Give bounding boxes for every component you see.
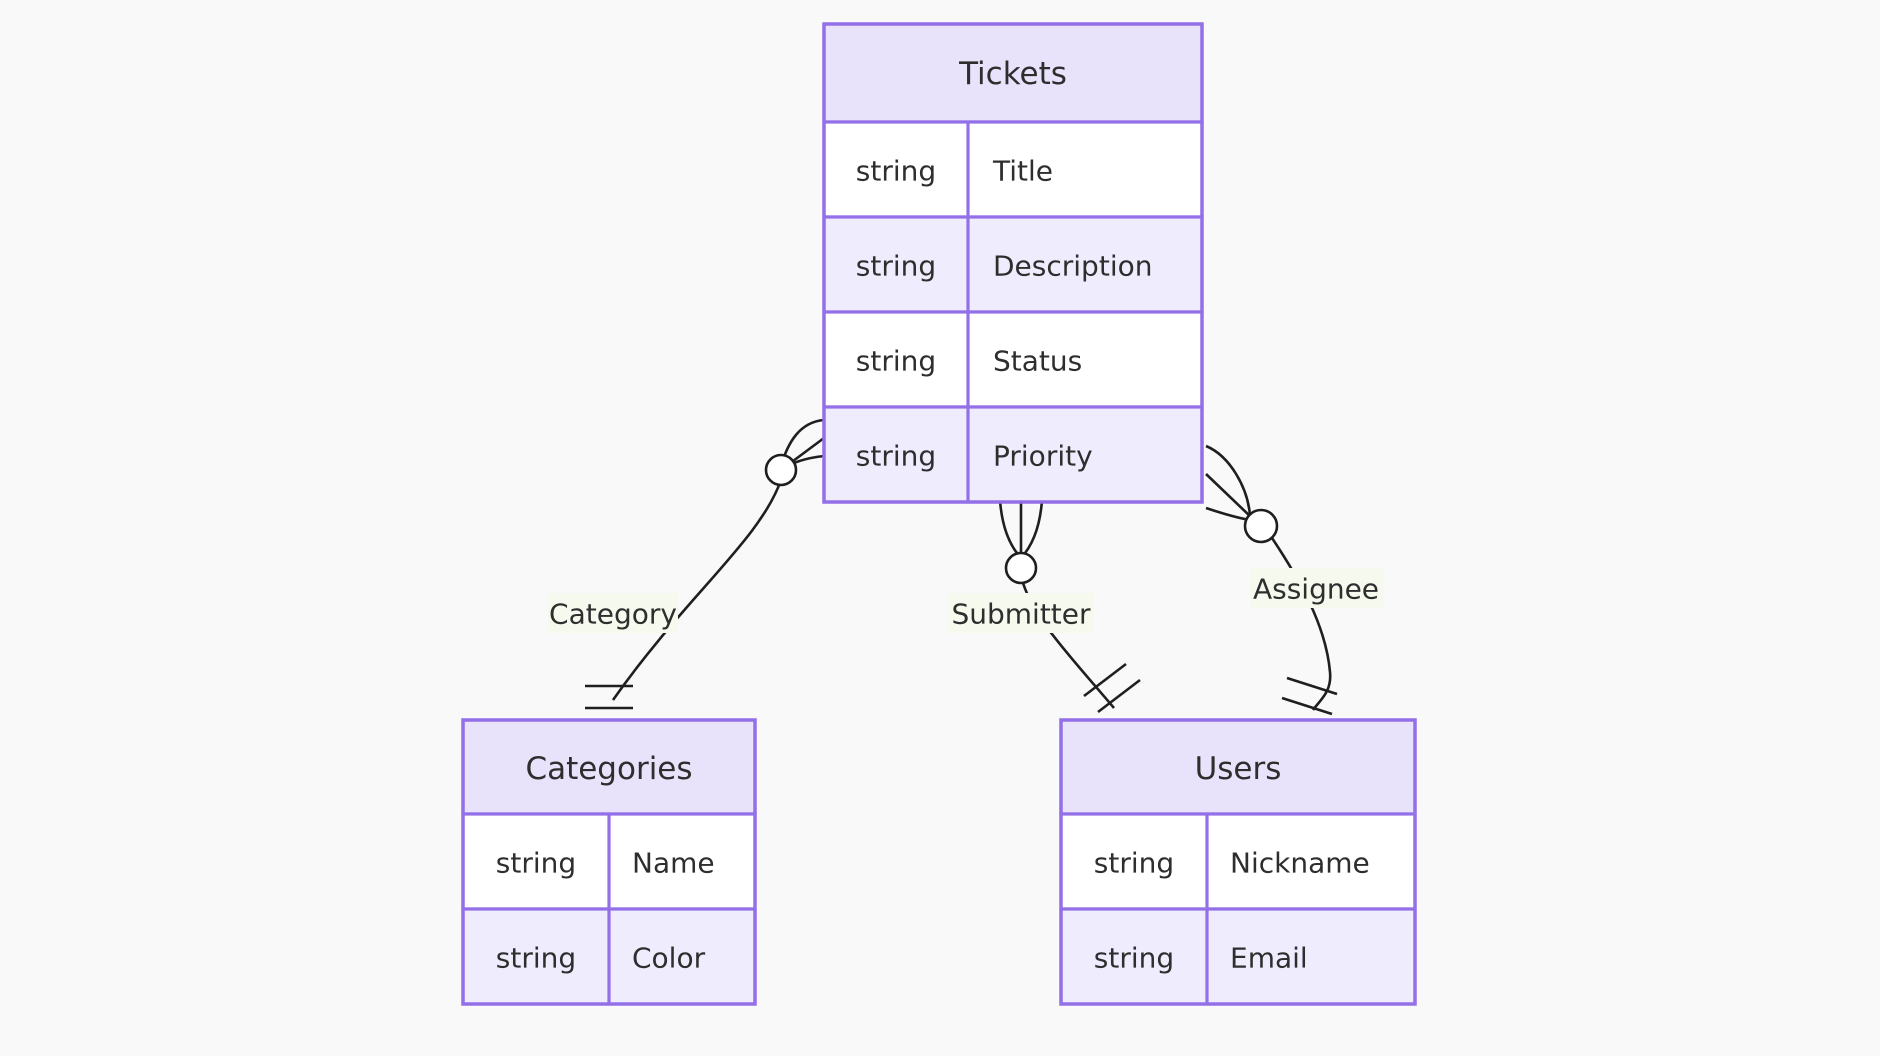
zero-circle-icon-submitter xyxy=(1004,551,1038,585)
zero-circle-icon-category xyxy=(764,453,798,487)
attribute-name: Description xyxy=(993,250,1152,283)
attribute-name: Email xyxy=(1230,942,1308,975)
relationship-category[interactable]: Category xyxy=(548,418,825,710)
relationship-line-category xyxy=(611,479,783,701)
relationship-label-bg-category xyxy=(548,593,678,633)
crowfoot-icon-submitter xyxy=(998,499,1044,559)
attribute-row-categories-0: string Name xyxy=(461,812,757,911)
relationship-label-bg-submitter xyxy=(948,593,1094,633)
attribute-row-tickets-2: string Status xyxy=(822,310,1204,409)
relationship-label-submitter: Submitter xyxy=(951,598,1091,631)
relationship-assignee[interactable]: Assignee xyxy=(1205,444,1384,716)
relationship-label-category: Category xyxy=(549,598,677,631)
relationship-submitter[interactable]: Submitter xyxy=(948,499,1141,714)
attribute-name: Name xyxy=(632,847,715,880)
entity-tickets[interactable]: Tickets string Title string Description … xyxy=(822,22,1204,504)
attribute-type: string xyxy=(856,250,936,283)
attribute-row-tickets-3: string Priority xyxy=(822,405,1204,504)
one-and-only-one-icon-submitter xyxy=(1083,662,1141,714)
attribute-name: Priority xyxy=(993,440,1093,473)
attribute-row-users-1: string Email xyxy=(1059,907,1417,1006)
entity-title-users: Users xyxy=(1195,751,1282,787)
attribute-name: Color xyxy=(632,942,706,975)
one-and-only-one-icon-category xyxy=(585,684,633,710)
attribute-name: Title xyxy=(992,155,1053,188)
attribute-type: string xyxy=(856,155,936,188)
entity-outline-users xyxy=(1059,718,1417,1006)
attribute-type: string xyxy=(1094,942,1174,975)
attribute-type: string xyxy=(856,440,936,473)
entity-title-categories: Categories xyxy=(525,751,692,787)
entity-title-tickets: Tickets xyxy=(958,56,1067,92)
attribute-row-tickets-0: string Title xyxy=(822,120,1204,219)
entity-outline-categories xyxy=(461,718,757,1006)
relationship-label-bg-assignee xyxy=(1250,568,1384,608)
attribute-type: string xyxy=(496,942,576,975)
entity-outline-tickets xyxy=(822,22,1204,504)
attribute-row-categories-1: string Color xyxy=(461,907,757,1006)
attribute-type: string xyxy=(856,345,936,378)
attribute-name: Status xyxy=(993,345,1082,378)
attribute-name: Nickname xyxy=(1230,847,1370,880)
one-and-only-one-icon-assignee xyxy=(1281,676,1338,716)
attribute-row-tickets-1: string Description xyxy=(822,215,1204,314)
entity-categories[interactable]: Categories string Name string Color xyxy=(461,718,757,1006)
attribute-row-users-0: string Nickname xyxy=(1059,812,1417,911)
relationship-line-assignee xyxy=(1270,537,1332,711)
relationship-label-assignee: Assignee xyxy=(1253,573,1379,606)
attribute-type: string xyxy=(496,847,576,880)
entity-users[interactable]: Users string Nickname string Email xyxy=(1059,718,1417,1006)
zero-circle-icon-assignee xyxy=(1243,508,1279,544)
crowfoot-icon-assignee xyxy=(1205,444,1253,522)
attribute-type: string xyxy=(1094,847,1174,880)
